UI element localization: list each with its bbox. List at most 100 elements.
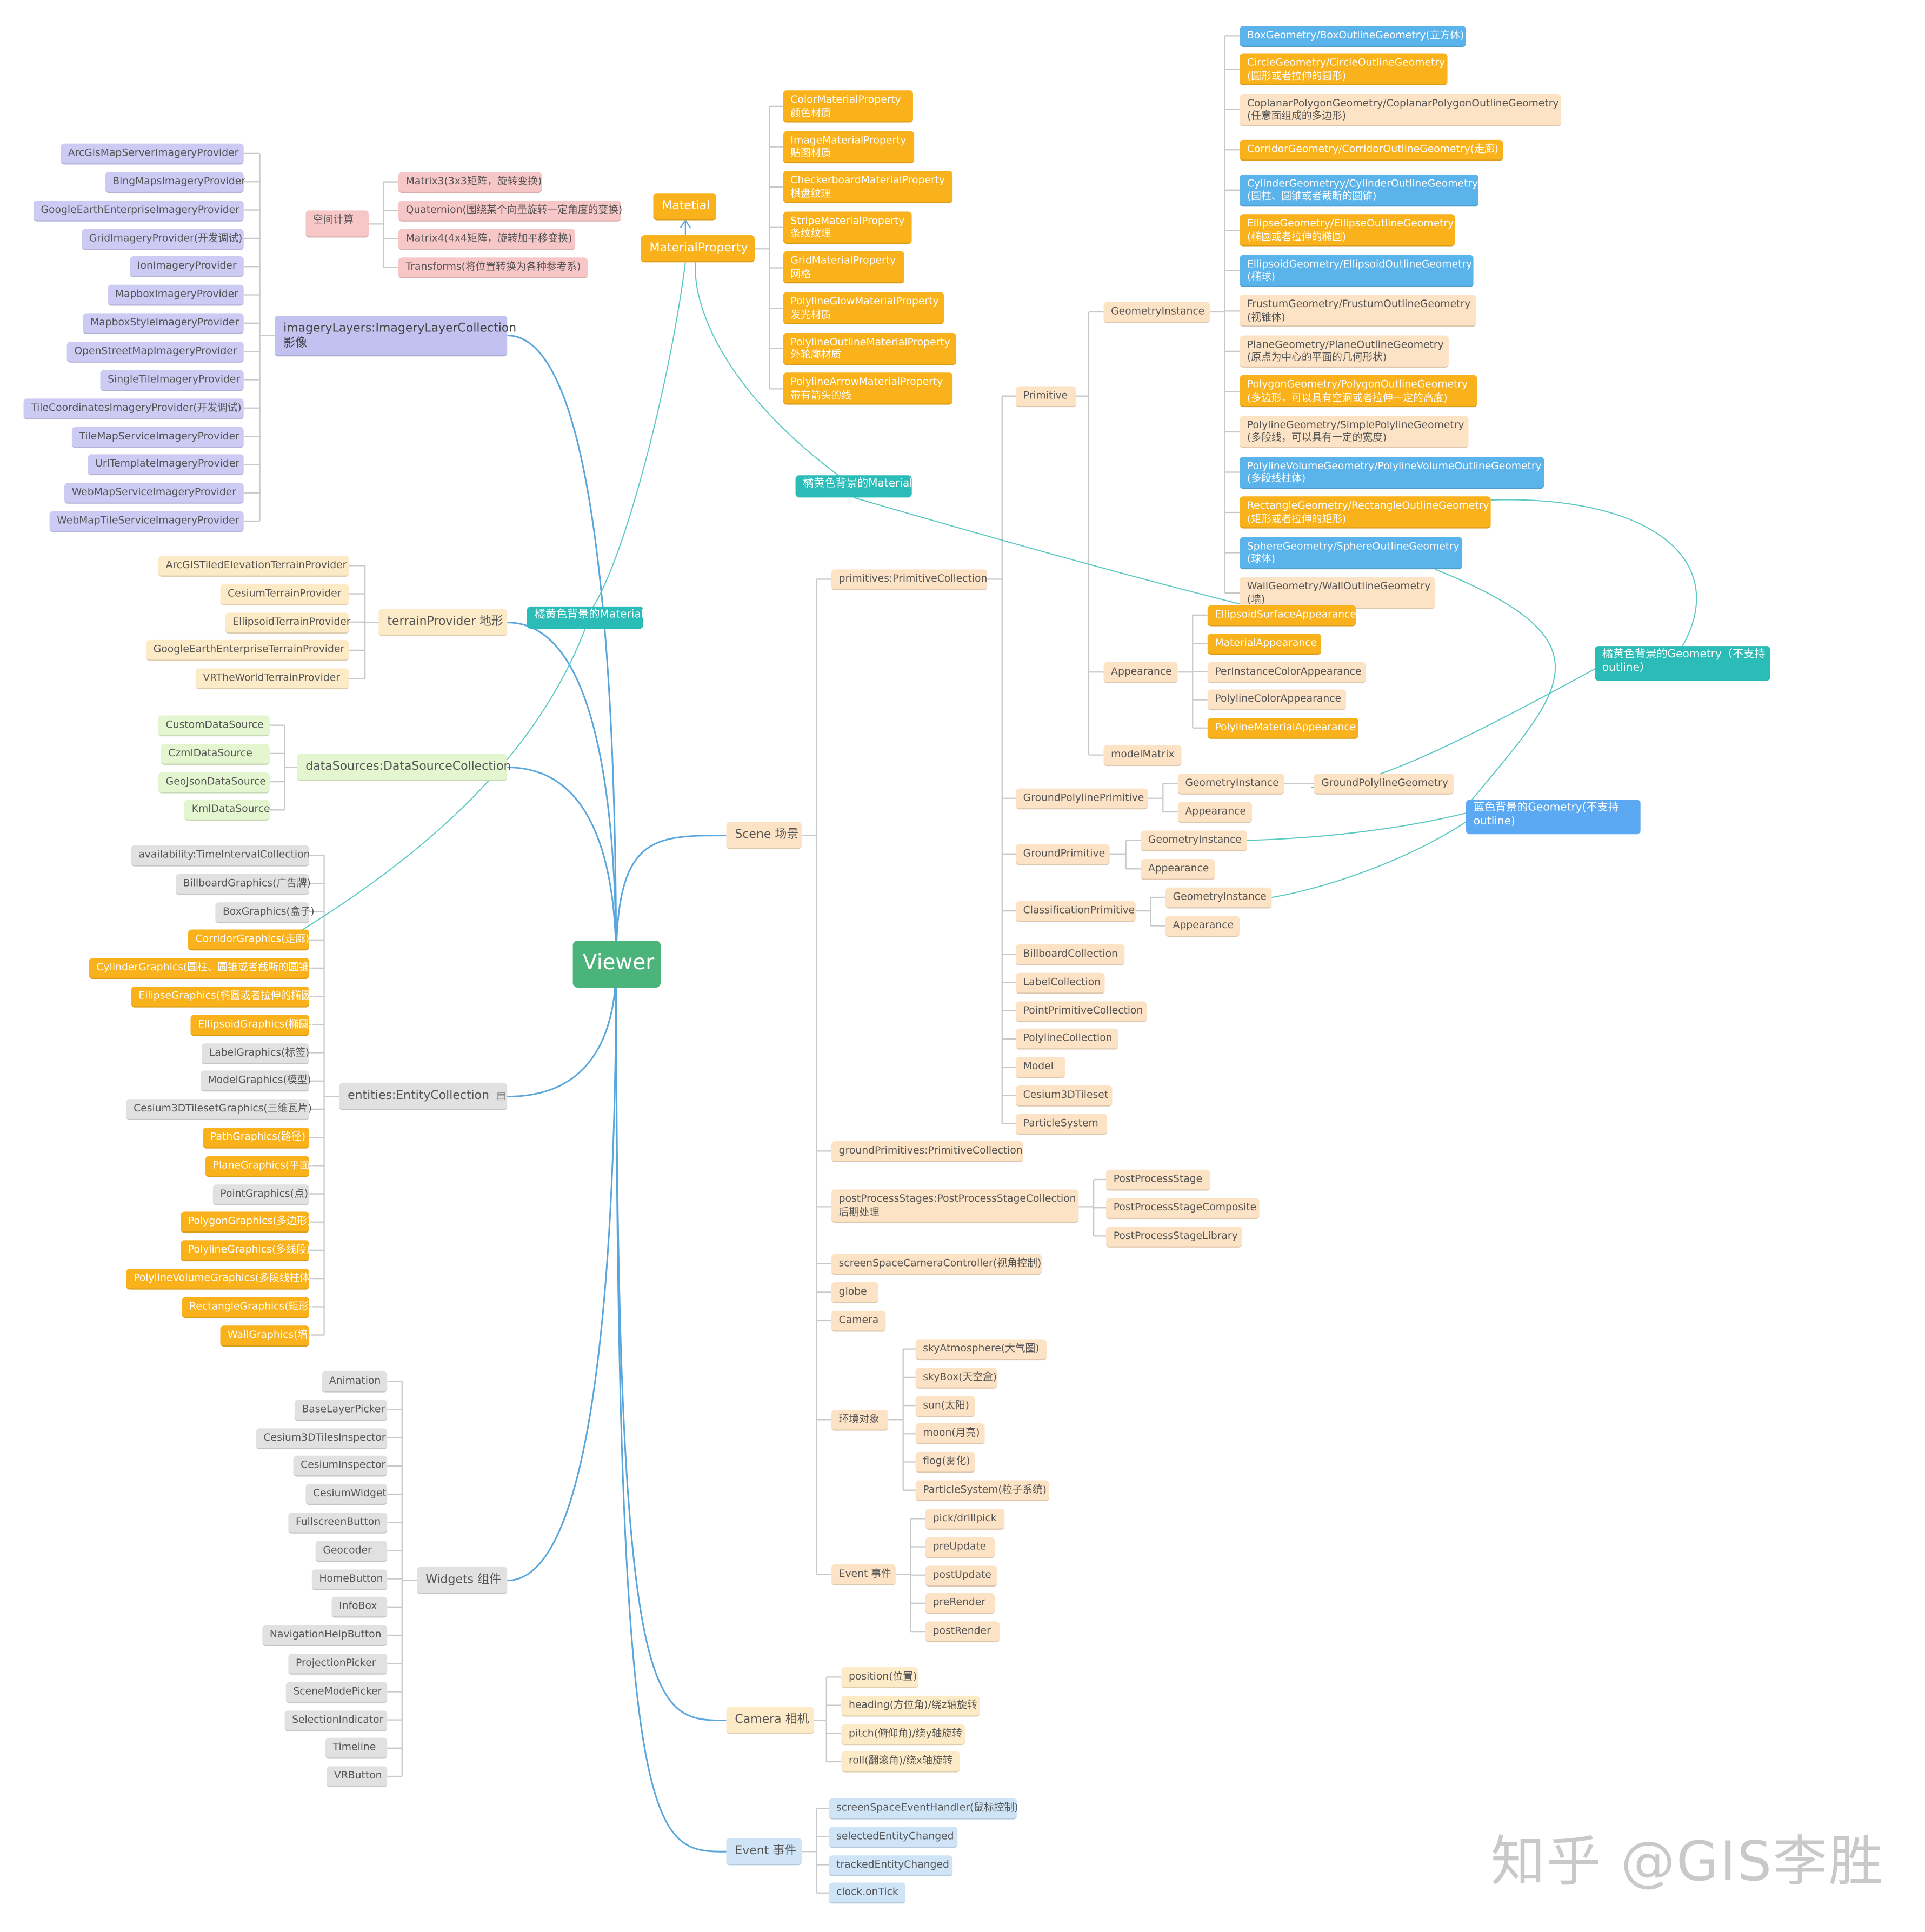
- scene-event-node[interactable]: Event 事件: [831, 1564, 896, 1585]
- entity-graphics-item[interactable]: EllipsoidGraphics(椭圆): [190, 1015, 313, 1036]
- widget-item[interactable]: ProjectionPicker: [288, 1653, 388, 1675]
- data-source-item[interactable]: CzmlDataSource: [161, 743, 270, 765]
- globe-node[interactable]: globe: [831, 1282, 878, 1303]
- imagery-provider-item[interactable]: SingleTileImageryProvider: [100, 370, 244, 391]
- widgets-node[interactable]: Widgets 组件: [417, 1567, 508, 1595]
- entity-graphics-item[interactable]: BoxGraphics(盒子): [215, 902, 315, 923]
- widget-item[interactable]: NavigationHelpButton: [262, 1625, 388, 1647]
- primitives-collection-node[interactable]: primitives:PrimitiveCollection: [831, 569, 987, 591]
- ground-polyline-primitive-node[interactable]: GroundPolylinePrimitive: [1015, 788, 1148, 810]
- entity-graphics-item[interactable]: CorridorGraphics(走廊): [188, 930, 309, 951]
- camera-item[interactable]: roll(翻滚角)/绕x轴旋转: [841, 1751, 960, 1773]
- spatial-item[interactable]: Matrix3(3x3矩阵，旋转变换): [398, 172, 542, 194]
- appearance-item[interactable]: EllipsoidSurfaceAppearance: [1207, 605, 1356, 627]
- classification-primitive-node[interactable]: ClassificationPrimitive: [1015, 901, 1136, 922]
- geometry-type-item[interactable]: PlaneGeometry/PlaneOutlineGeometry(原点为中心…: [1240, 335, 1449, 368]
- imagery-provider-item[interactable]: UrlTemplateImageryProvider: [88, 455, 244, 476]
- imagery-provider-item[interactable]: TileCoordinatesImageryProvider(开发调试): [23, 398, 244, 419]
- widget-item[interactable]: Timeline: [325, 1738, 388, 1760]
- terrain-provider-node[interactable]: terrainProvider 地形: [378, 609, 508, 636]
- widget-item[interactable]: VRButton: [327, 1766, 388, 1788]
- primitive-collection-item[interactable]: PolylineCollection: [1015, 1029, 1118, 1050]
- camera-item[interactable]: heading(方位角)/绕z轴旋转: [841, 1695, 980, 1717]
- event-item[interactable]: clock.onTick: [829, 1883, 906, 1904]
- data-source-item[interactable]: KmlDataSource: [184, 800, 270, 821]
- environment-item[interactable]: skyBox(天空盒): [915, 1367, 997, 1389]
- imagery-provider-item[interactable]: TileMapServiceImageryProvider: [71, 426, 244, 448]
- annotation-orange-material[interactable]: 橘黄色背景的Material: [527, 606, 644, 629]
- entity-graphics-item[interactable]: BillboardGraphics(广告牌): [175, 873, 311, 895]
- screen-space-camera-controller-node[interactable]: screenSpaceCameraController(视角控制): [831, 1254, 1042, 1275]
- widget-item[interactable]: CesiumInspector: [293, 1456, 388, 1477]
- event-item[interactable]: screenSpaceEventHandler(鼠标控制): [829, 1798, 1018, 1820]
- annotation-orange-material[interactable]: 橘黄色背景的Material: [795, 475, 912, 498]
- geometry-type-item[interactable]: WallGeometry/WallOutlineGeometry(墙): [1240, 577, 1435, 609]
- primitive-collection-item[interactable]: BillboardCollection: [1015, 944, 1125, 965]
- geometry-type-item[interactable]: EllipseGeometry/EllipseOutlineGeometry(椭…: [1240, 214, 1455, 247]
- appearance-node[interactable]: Appearance: [1103, 662, 1178, 683]
- widget-item[interactable]: Animation: [322, 1371, 388, 1393]
- entity-graphics-item[interactable]: EllipseGraphics(椭圆或者拉伸的椭圆): [131, 986, 315, 1008]
- scene-event-item[interactable]: postUpdate: [925, 1565, 997, 1587]
- ground-primitive-node[interactable]: GroundPrimitive: [1015, 844, 1110, 865]
- imagery-provider-item[interactable]: WebMapTileServiceImageryProvider: [49, 511, 244, 532]
- imagery-provider-item[interactable]: WebMapServiceImageryProvider: [64, 483, 244, 504]
- appearance-item[interactable]: PolylineMaterialAppearance: [1207, 718, 1358, 740]
- scene-event-item[interactable]: preUpdate: [925, 1537, 995, 1558]
- ground-polyline-geometry-node[interactable]: GroundPolylineGeometry: [1314, 773, 1454, 795]
- primitive-node[interactable]: Primitive: [1015, 386, 1077, 408]
- widget-item[interactable]: SceneModePicker: [285, 1682, 388, 1703]
- data-source-item[interactable]: CustomDataSource: [158, 715, 270, 737]
- primitive-collection-item[interactable]: Cesium3DTileset: [1015, 1085, 1113, 1107]
- geometry-instance-node[interactable]: GeometryInstance: [1165, 887, 1272, 909]
- entity-collection-node[interactable]: entities:EntityCollection▤: [339, 1083, 508, 1110]
- scene-event-item[interactable]: postRender: [925, 1621, 1000, 1643]
- entity-graphics-item[interactable]: PolygonGraphics(多边形): [181, 1212, 311, 1234]
- geometry-type-item[interactable]: FrustumGeometry/FrustumOutlineGeometry(视…: [1240, 295, 1476, 328]
- root-node-viewer[interactable]: Viewer: [572, 941, 661, 988]
- scene-camera-node[interactable]: Camera: [831, 1310, 886, 1332]
- geometry-instance-node[interactable]: GeometryInstance: [1177, 773, 1284, 795]
- geometry-type-item[interactable]: PolylineVolumeGeometry/PolylineVolumeOut…: [1240, 456, 1544, 489]
- geometry-type-item[interactable]: PolylineGeometry/SimplePolylineGeometry(…: [1240, 416, 1469, 448]
- material-property-node[interactable]: MaterialProperty: [641, 235, 755, 263]
- note-icon[interactable]: ▤: [496, 1090, 507, 1102]
- camera-item[interactable]: position(位置): [841, 1667, 918, 1689]
- environment-item[interactable]: moon(月亮): [915, 1423, 985, 1445]
- widget-item[interactable]: InfoBox: [331, 1597, 388, 1618]
- entity-graphics-item[interactable]: PolylineVolumeGraphics(多段线柱体): [126, 1268, 314, 1290]
- geometry-type-item[interactable]: CoplanarPolygonGeometry/CoplanarPolygonO…: [1240, 93, 1562, 126]
- spatial-item[interactable]: Transforms(将位置转换为各种参考系): [398, 257, 588, 279]
- appearance-item[interactable]: PerInstanceColorAppearance: [1207, 662, 1366, 683]
- scene-event-item[interactable]: preRender: [925, 1593, 995, 1615]
- post-process-stages-node[interactable]: postProcessStages:PostProcessStageCollec…: [831, 1189, 1079, 1223]
- data-sources-node[interactable]: dataSources:DataSourceCollection: [297, 754, 511, 781]
- ground-primitives-node[interactable]: groundPrimitives:PrimitiveCollection: [831, 1141, 1023, 1162]
- entity-graphics-item[interactable]: ModelGraphics(模型): [200, 1071, 311, 1092]
- geometry-type-item[interactable]: CorridorGeometry/CorridorOutlineGeometry…: [1240, 139, 1503, 161]
- geometry-type-item[interactable]: PolygonGeometry/PolygonOutlineGeometry(多…: [1240, 375, 1477, 408]
- entity-graphics-item[interactable]: PlaneGraphics(平面): [205, 1156, 314, 1177]
- imagery-provider-item[interactable]: IonImageryProvider: [130, 256, 244, 278]
- model-matrix-node[interactable]: modelMatrix: [1103, 745, 1182, 767]
- terrain-provider-item[interactable]: CesiumTerrainProvider: [220, 584, 349, 605]
- imagery-provider-item[interactable]: GoogleEarthEnterpriseImageryProvider: [33, 200, 244, 222]
- entity-graphics-item[interactable]: PointGraphics(点): [212, 1184, 310, 1205]
- primitive-collection-item[interactable]: ParticleSystem: [1015, 1114, 1108, 1135]
- environment-item[interactable]: skyAtmosphere(大气圈): [915, 1339, 1047, 1361]
- spatial-item[interactable]: Matrix4(4x4矩阵，旋转加平移变换): [398, 229, 576, 250]
- entity-graphics-item[interactable]: WallGraphics(墙): [220, 1325, 311, 1347]
- imagery-provider-item[interactable]: MapboxStyleImageryProvider: [83, 313, 244, 335]
- widget-item[interactable]: SelectionIndicator: [284, 1710, 388, 1731]
- camera-item[interactable]: pitch(俯仰角)/绕y轴旋转: [841, 1723, 965, 1745]
- entity-graphics-item[interactable]: Cesium3DTilesetGraphics(三维瓦片): [126, 1099, 312, 1121]
- imagery-provider-item[interactable]: GridImageryProvider(开发调试): [82, 228, 244, 250]
- terrain-provider-item[interactable]: VRTheWorldTerrainProvider: [195, 668, 349, 690]
- scene-node[interactable]: Scene 场景: [726, 822, 802, 849]
